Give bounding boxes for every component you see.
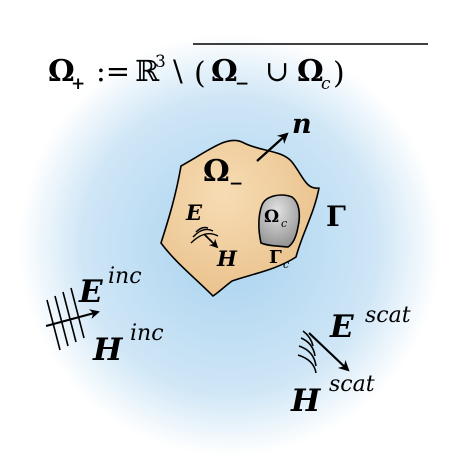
title-omega-c: Ω [297, 54, 324, 89]
cavity-sub: c [281, 217, 287, 230]
omega-minus-sub: − [229, 174, 243, 194]
h-scat-sup: scat [329, 372, 375, 397]
title-cup: ∪ [265, 54, 289, 88]
h-inc-sup: inc [130, 321, 164, 346]
cavity-boundary-sub: c [283, 258, 289, 271]
interior-wave-icon [190, 226, 219, 249]
title-omega-minus: Ω [211, 54, 238, 89]
title-formula: Ω + := ℝ 3 \ ( Ω − ∪ Ω c ) [48, 43, 428, 94]
h-inc-label: H [92, 332, 124, 368]
boundary-gamma-label: Γ [326, 200, 346, 233]
scatterer-body [160, 139, 320, 297]
cavity-boundary-label: Γ [269, 247, 282, 268]
title-paren-close: ) [333, 56, 345, 91]
e-scat-sup: scat [365, 303, 411, 328]
title-omega-minus-sub: − [235, 74, 249, 94]
title-defeq: := [96, 54, 130, 88]
scattered-wave-icon [297, 330, 350, 374]
title-setminus: \ [173, 54, 183, 88]
title-omega-plus: Ω [48, 54, 75, 89]
cavity-body [258, 194, 301, 248]
title-space-sup: 3 [155, 52, 166, 72]
incident-wave-icon [45, 287, 100, 351]
title-paren-open: ( [194, 56, 206, 91]
e-inc-label: E [78, 274, 103, 310]
title-space: ℝ [135, 54, 160, 88]
title-omega-plus-sub: + [71, 74, 85, 94]
normal-arrow [256, 132, 289, 162]
cavity-label: Ω [264, 207, 279, 227]
e-scat-label: E [329, 309, 354, 345]
interior-h-label: H [216, 246, 238, 271]
normal-label: n [292, 109, 312, 140]
h-scat-label: H [290, 383, 322, 419]
interior-e-label: E [185, 200, 203, 225]
omega-minus-label: Ω [203, 154, 230, 189]
title-omega-c-sub: c [321, 74, 331, 94]
e-inc-sup: inc [108, 264, 142, 289]
